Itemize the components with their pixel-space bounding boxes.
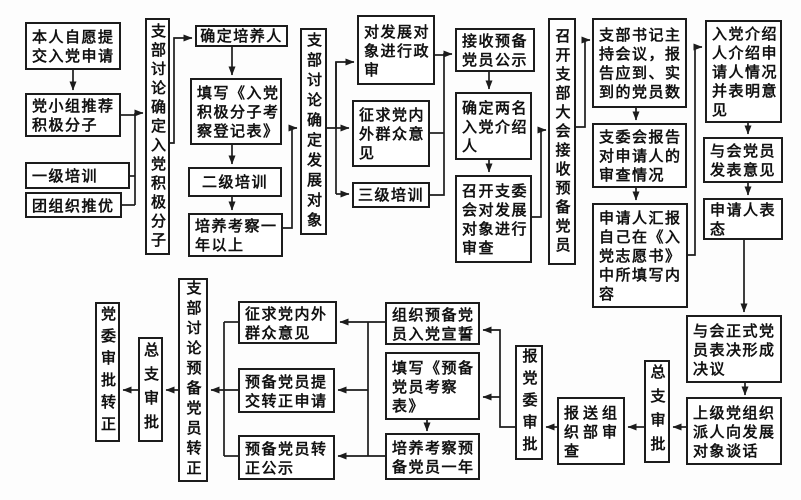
arrow-v2-j1 bbox=[482, 326, 515, 428]
node-label: 组织预备党 员入党宣誓 bbox=[392, 305, 475, 343]
node-general-branch-approval-right: 总支审批 bbox=[644, 360, 670, 463]
node-label: 团组织推优 bbox=[32, 196, 115, 215]
node-group-recommend-activists: 党小组推荐 积极分子 bbox=[25, 93, 121, 137]
node-political-review: 对发展对 象进行政 审 bbox=[357, 15, 435, 85]
arrow-e3-t3 bbox=[532, 126, 547, 218]
arrow-c4-t2 bbox=[283, 124, 298, 229]
node-label: 预备党员转 正公示 bbox=[245, 439, 328, 477]
node-secretary-hosts-meeting: 支部书记主 持会议，报 告应到、实 到的党员数 bbox=[592, 18, 687, 108]
node-label: 接收预备 党员公示 bbox=[462, 32, 529, 69]
node-level3-training: 三级培训 bbox=[352, 182, 430, 208]
node-label: 支部讨论预备党员转正 bbox=[184, 280, 203, 480]
node-label: 支部讨论确定入党积极分子 bbox=[149, 22, 167, 251]
node-assign-cultivators: 确定培养人 bbox=[195, 25, 288, 47]
node-formal-members-vote: 与会正式党 员表决形成 决议 bbox=[686, 315, 782, 383]
node-probation-one-year: 培养考察预 备党员一年 bbox=[385, 433, 480, 480]
node-label: 申请人汇报 自己在《入 党志愿书》 中所填写内 容 bbox=[599, 209, 682, 303]
node-members-comment: 与会党员 发表意见 bbox=[703, 137, 783, 183]
node-one-year-cultivation: 培养考察一 年以上 bbox=[188, 213, 283, 257]
node-label: 征求党内 外群众意 见 bbox=[359, 106, 426, 162]
node-label: 培养考察一 年以上 bbox=[195, 217, 278, 254]
node-label: 与会正式党 员表决形成 决议 bbox=[693, 321, 776, 378]
node-label: 入党介绍 人介绍申 请人情况 并表明意 见 bbox=[712, 25, 779, 119]
node-label: 填写《入党 积极分子考 察登记表》 bbox=[197, 84, 280, 140]
node-fill-probation-form: 填写《预备 党员考察 表》 bbox=[385, 352, 480, 420]
node-label: 确定培养人 bbox=[200, 26, 283, 45]
node-branch-confirm-candidates: 支部讨论确定发展对象 bbox=[300, 28, 327, 235]
node-submit-org-dept-review: 报送组 织部审 查 bbox=[557, 397, 625, 465]
node-applicant-reports-form: 申请人汇报 自己在《入 党志愿书》 中所填写内 容 bbox=[592, 203, 688, 308]
node-label: 报党委审批 bbox=[520, 347, 539, 458]
node-label: 召开支部大会接收预备党员 bbox=[553, 27, 572, 256]
node-label: 报送组 织部审 查 bbox=[564, 403, 622, 460]
node-label: 与会党员 发表意见 bbox=[710, 142, 777, 179]
node-label: 填写《预备 党员考察 表》 bbox=[392, 358, 475, 415]
node-probationary-publicity: 接收预备 党员公示 bbox=[455, 28, 535, 72]
node-league-recommendation: 团组织推优 bbox=[25, 192, 122, 218]
node-label: 征求党内外 群众意见 bbox=[245, 304, 328, 342]
node-label: 总支审批 bbox=[648, 363, 667, 460]
node-label: 一级培训 bbox=[32, 167, 99, 185]
node-label: 申请人表 态 bbox=[710, 201, 777, 238]
node-label: 培养考察预 备党员一年 bbox=[392, 438, 475, 476]
node-label: 支委会报告 对申请人的 审查情况 bbox=[599, 128, 682, 184]
node-submit-application: 本人自愿提 交入党申请 bbox=[25, 22, 121, 70]
arrow-t2-d1 bbox=[327, 58, 355, 129]
node-solicit-opinions: 征求党内 外群众意 见 bbox=[352, 100, 430, 167]
node-conversion-publicity: 预备党员转 正公示 bbox=[238, 435, 335, 480]
node-label: 召开支委 会对发展 对象进行 审查 bbox=[462, 182, 529, 257]
node-oath-ceremony: 组织预备党 员入党宣誓 bbox=[385, 302, 480, 345]
node-branch-discuss-conversion: 支部讨论预备党员转正 bbox=[178, 278, 208, 482]
node-label: 本人自愿提 交入党申请 bbox=[32, 28, 115, 65]
node-higher-org-talk: 上级党组织 派人向发展 对象谈话 bbox=[686, 397, 782, 465]
arrow-f3-g1 bbox=[688, 43, 703, 256]
node-applicant-statement: 申请人表 态 bbox=[703, 198, 783, 240]
node-label: 支部讨论确定发展对象 bbox=[305, 31, 323, 232]
node-label: 党委审批转正 bbox=[99, 306, 117, 438]
node-label: 预备党员提 交转正申请 bbox=[245, 372, 328, 410]
node-label: 确定两名 入党介绍 人 bbox=[462, 98, 529, 155]
node-label: 三级培训 bbox=[357, 185, 424, 204]
node-branch-meeting-accept: 召开支部大会接收预备党员 bbox=[548, 18, 576, 265]
arrow-t3-f1 bbox=[576, 36, 591, 128]
node-fill-activist-form: 填写《入党 积极分子考 察登记表》 bbox=[190, 78, 282, 145]
node-level1-training: 一级培训 bbox=[25, 162, 130, 189]
node-label: 上级党组织 派人向发展 对象谈话 bbox=[693, 403, 776, 460]
node-submit-conversion-application: 预备党员提 交转正申请 bbox=[238, 368, 335, 413]
node-committee-review-candidate: 召开支委 会对发展 对象进行 审查 bbox=[455, 175, 532, 263]
node-label: 二级培训 bbox=[201, 172, 268, 191]
node-committee-report-review: 支委会报告 对申请人的 审查情况 bbox=[592, 123, 687, 188]
node-two-introducers: 确定两名 入党介绍 人 bbox=[455, 92, 532, 160]
node-general-branch-approval-left: 总支审批 bbox=[138, 337, 163, 442]
node-introducers-present: 入党介绍 人介绍申 请人情况 并表明意 见 bbox=[705, 20, 782, 123]
node-party-committee-approve-conversion: 党委审批转正 bbox=[95, 302, 120, 442]
node-label: 总支审批 bbox=[142, 341, 160, 438]
node-report-party-committee-approval: 报党委审批 bbox=[515, 345, 543, 460]
node-branch-confirm-activists: 支部讨论确定入党积极分子 bbox=[145, 18, 170, 255]
node-label: 对发展对 象进行政 审 bbox=[364, 22, 431, 79]
node-label: 党小组推荐 积极分子 bbox=[32, 97, 115, 134]
arrow-t1-c1 bbox=[170, 34, 193, 144]
node-level2-training: 二级培训 bbox=[188, 167, 282, 197]
node-solicit-opinions-conversion: 征求党内外 群众意见 bbox=[238, 301, 337, 344]
node-label: 支部书记主 持会议，报 告应到、实 到的党员数 bbox=[599, 26, 682, 101]
